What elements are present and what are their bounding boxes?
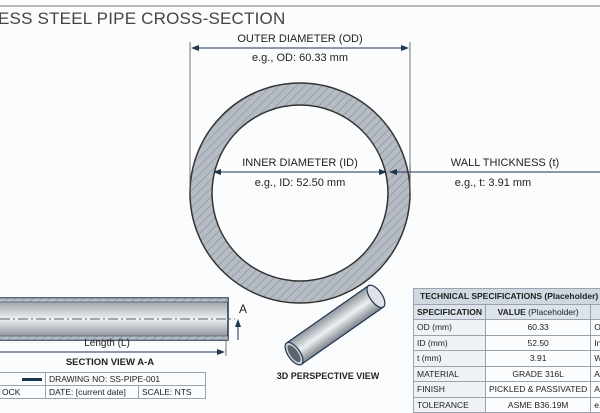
spec-key: OD (mm): [414, 320, 486, 336]
spec-table-title: TECHNICAL SPECIFICATIONS (Placeholder): [414, 289, 600, 305]
spec-value: ASME B36.19M: [486, 397, 591, 413]
spec-key: FINISH: [414, 382, 486, 398]
spec-key: MATERIAL: [414, 366, 486, 382]
spec-note: e.g.,: [591, 397, 600, 413]
title-block-bar: [22, 378, 42, 381]
drawing-scale: SCALE: NTS: [139, 386, 206, 399]
spec-value: 3.91: [486, 351, 591, 367]
drawing-title: ESS STEEL PIPE CROSS-SECTION: [0, 9, 285, 29]
spec-key: ID (mm): [414, 335, 486, 351]
id-label: INNER DIAMETER (ID): [242, 157, 358, 169]
perspective-caption: 3D PERSPECTIVE VIEW: [277, 371, 380, 381]
spec-value: 52.50: [486, 335, 591, 351]
section-view-caption: SECTION VIEW A-A: [66, 357, 154, 368]
spec-note: ASTM: [591, 382, 600, 398]
section-marker-label: A: [239, 302, 247, 316]
spec-value: 60.33: [486, 320, 591, 336]
od-label: OUTER DIAMETER (OD): [237, 33, 362, 45]
drawing-number: DRAWING NO: SS-PIPE-001: [46, 373, 206, 386]
spec-note: Inne: [591, 335, 600, 351]
spec-key: t (mm): [414, 351, 486, 367]
spec-key: TOLERANCE: [414, 397, 486, 413]
spec-value: GRADE 316L: [486, 366, 591, 382]
table-row: OD (mm)60.33Oute: [414, 320, 600, 336]
spec-note: Oute: [591, 320, 600, 336]
wall-thickness-label: WALL THICKNESS (t): [451, 157, 559, 169]
spec-note: ASTM: [591, 366, 600, 382]
table-row: ID (mm)52.50Inne: [414, 335, 600, 351]
spec-header-value: VALUE (Placeholder): [486, 304, 591, 320]
title-block-left-cell: OCK: [0, 386, 46, 399]
section-view-pipe: [0, 298, 235, 340]
spec-value: PICKLED & PASSIVATED: [486, 382, 591, 398]
id-value: e.g., ID: 52.50 mm: [255, 177, 345, 189]
spec-header-specification: SPECIFICATION: [414, 304, 486, 320]
spec-table: TECHNICAL SPECIFICATIONS (Placeholder) S…: [413, 288, 600, 413]
od-value: e.g., OD: 60.33 mm: [252, 52, 348, 64]
drawing-date: DATE: [current date]: [46, 386, 139, 399]
wall-thickness-value: e.g., t: 3.91 mm: [455, 177, 531, 189]
length-label: Length (L): [84, 338, 130, 349]
title-block: DRAWING NO: SS-PIPE-001 OCK DATE: [curre…: [0, 372, 206, 399]
pipe-cross-section-ring: [190, 83, 410, 303]
table-row: t (mm)3.91Wall: [414, 351, 600, 367]
spec-note: Wall: [591, 351, 600, 367]
